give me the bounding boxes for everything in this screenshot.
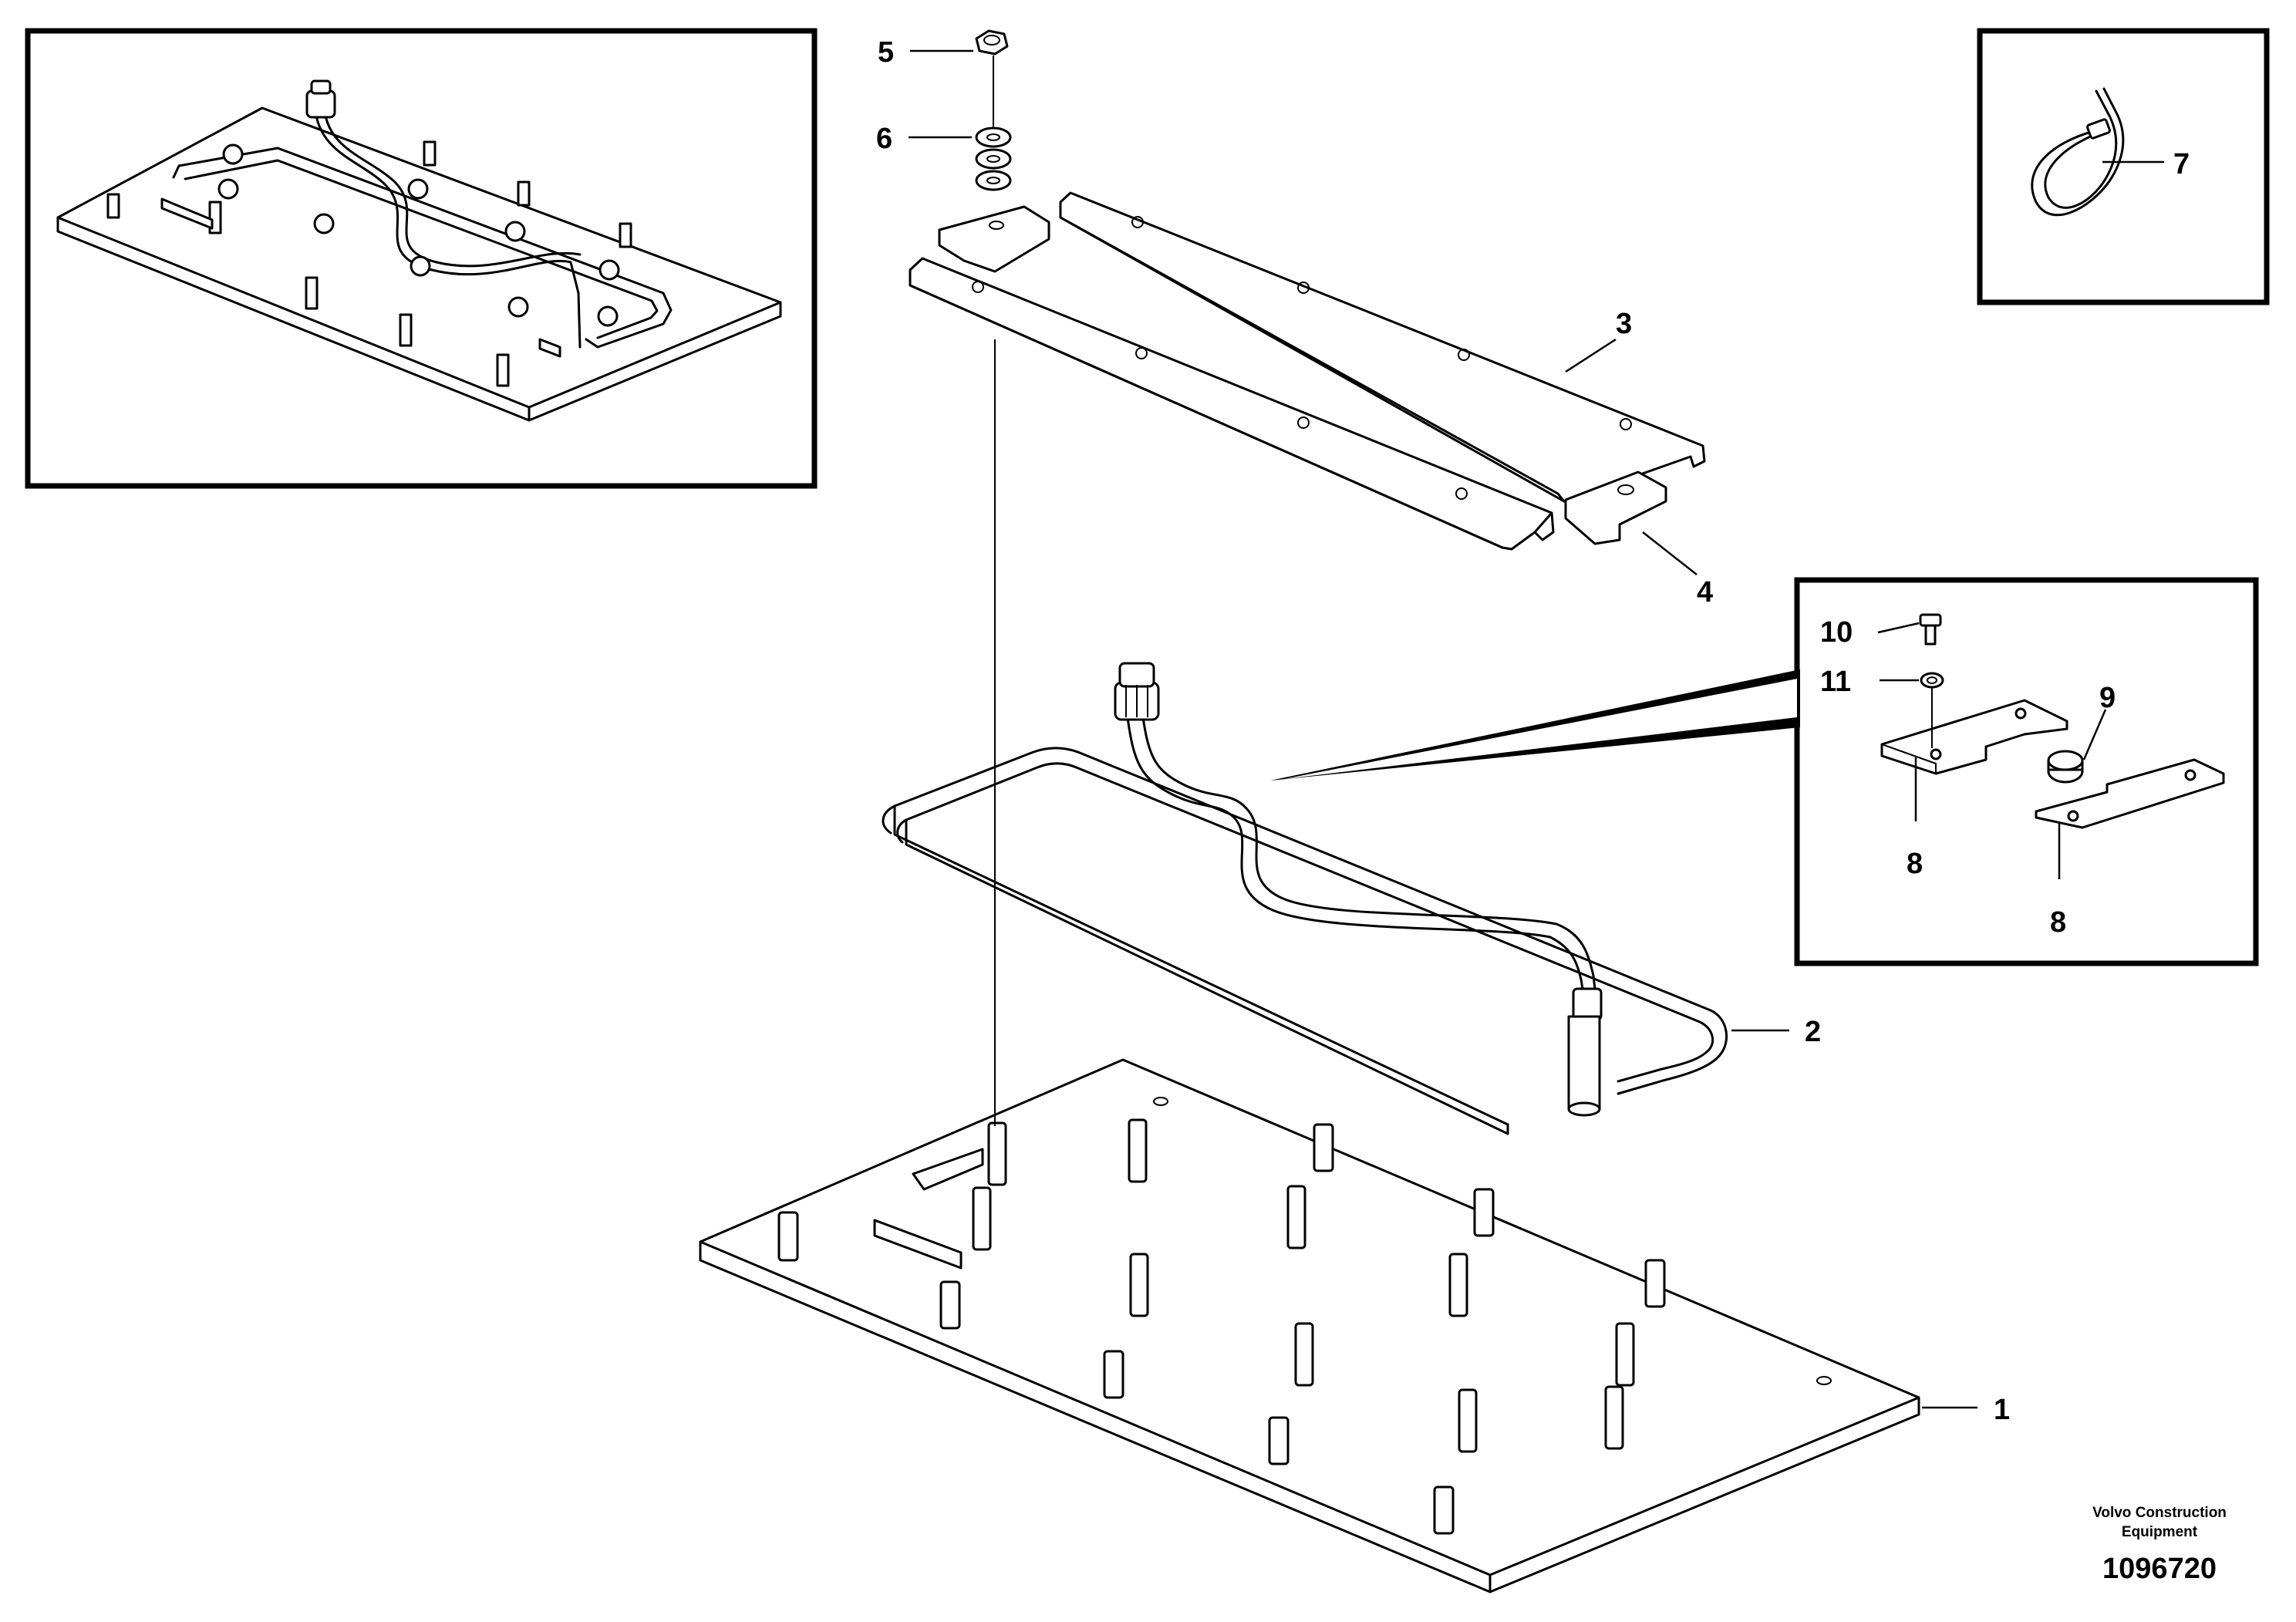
plate-detail-inset [1270,577,2259,966]
end-bracket [1564,470,1667,545]
callout-11: 11 [1820,666,1851,698]
bolt-icon [1919,613,1942,646]
overview-studs [106,140,632,387]
nut-icon [975,29,1009,56]
wire-harness [882,662,1728,1135]
callout-8-left: 8 [1907,848,1923,880]
washer-icon [1920,672,1944,689]
leader-lines [909,49,2164,1409]
callout-5: 5 [878,36,894,69]
callout-1: 1 [1994,1394,2010,1426]
callout-6: 6 [876,123,892,155]
plate-studs [777,1118,1666,1535]
base-plate [699,1058,1920,1593]
credit-line-1: Volvo Construction [2092,1505,2227,1521]
plug-icon [2047,750,2084,784]
cable-tie-inset [1977,28,2270,305]
sensor-icon [1567,987,1603,1117]
callout-7: 7 [2173,148,2190,180]
cable-tie-icon [2031,87,2125,217]
callout-labels: 5 6 7 3 4 2 1 10 11 9 8 8 [876,36,2190,1426]
connector-icon [1114,662,1160,721]
assembled-overview-inset [25,28,818,489]
callout-4: 4 [1697,576,1713,609]
drawing-credit: Volvo Construction Equipment 1096720 [2092,1505,2227,1585]
callout-8-right: 8 [2050,906,2066,939]
callout-9: 9 [2099,682,2116,714]
callout-2: 2 [1805,1016,1821,1048]
washer-stack [975,126,1012,191]
drawing-number: 1096720 [2102,1553,2217,1585]
callout-10: 10 [1820,616,1853,649]
credit-line-2: Equipment [2122,1524,2198,1540]
callout-3: 3 [1616,308,1632,340]
channel-bracket [909,191,1706,551]
